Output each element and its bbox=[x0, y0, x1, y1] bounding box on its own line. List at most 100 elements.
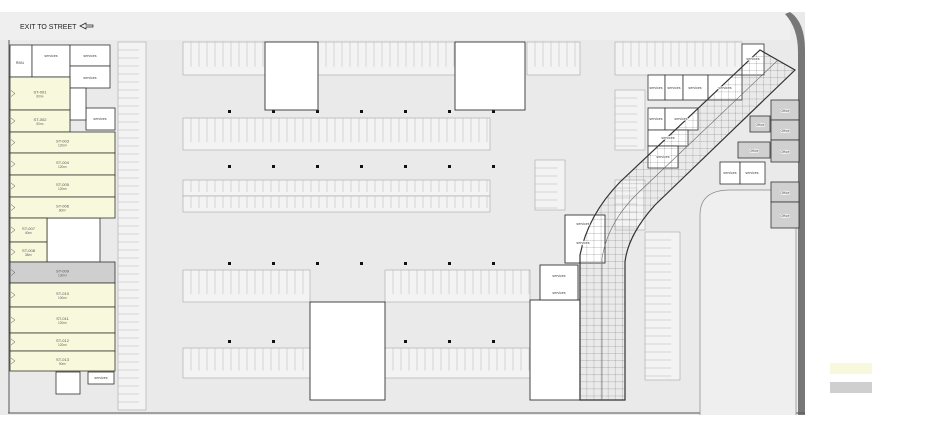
services-label: services bbox=[83, 54, 96, 58]
parking-block bbox=[182, 269, 311, 303]
parking-block bbox=[644, 231, 681, 381]
left-services bbox=[9, 44, 116, 395]
services-label: services bbox=[746, 57, 759, 61]
services-label: services bbox=[552, 274, 565, 278]
structural-column bbox=[360, 165, 363, 168]
parking-block bbox=[182, 347, 311, 379]
door-icon bbox=[10, 90, 16, 97]
unit-area: 38m² bbox=[25, 253, 32, 257]
outer-wall-curve bbox=[785, 12, 805, 415]
ramp-centerline bbox=[601, 59, 779, 400]
door-icon bbox=[10, 182, 16, 190]
structural-column bbox=[492, 165, 495, 168]
parking-block bbox=[384, 347, 531, 379]
legend-swatch-occupied bbox=[830, 382, 872, 393]
office-label: Office bbox=[780, 150, 789, 154]
parking-block bbox=[182, 117, 491, 151]
structural-column bbox=[448, 262, 451, 265]
structural-column bbox=[272, 262, 275, 265]
services-label: services bbox=[656, 155, 669, 159]
office-label: Office bbox=[780, 214, 789, 218]
door-icon bbox=[10, 226, 16, 234]
core-bottom-right bbox=[529, 299, 581, 401]
door-icon bbox=[10, 291, 16, 299]
office-label: Office bbox=[749, 149, 758, 153]
unit-id: ST-001 bbox=[34, 90, 48, 95]
structural-column bbox=[272, 110, 275, 113]
parking-block bbox=[117, 41, 147, 411]
street-strip bbox=[0, 12, 790, 40]
unit-area: 50m² bbox=[36, 122, 43, 126]
legend-swatch-available bbox=[830, 363, 872, 374]
structural-column bbox=[228, 165, 231, 168]
structural-column bbox=[492, 262, 495, 265]
parking-block bbox=[534, 159, 566, 211]
unit-area: 60m² bbox=[36, 95, 43, 99]
structural-column bbox=[228, 110, 231, 113]
label-layer: EXIT TO STREET RMU services services ser… bbox=[15, 24, 790, 381]
services-label: services bbox=[661, 136, 674, 140]
structural-column bbox=[404, 165, 407, 168]
door-icon bbox=[10, 269, 16, 276]
unit-id: ST-009 bbox=[56, 269, 70, 274]
door-icon bbox=[10, 248, 16, 256]
unit-id: ST-007 bbox=[22, 226, 36, 231]
office-units bbox=[737, 99, 800, 229]
unit-area: 120m² bbox=[58, 144, 67, 148]
structural-column bbox=[448, 340, 451, 343]
structural-column bbox=[404, 340, 407, 343]
structural-column bbox=[404, 110, 407, 113]
structural-column bbox=[448, 110, 451, 113]
services-label: services bbox=[718, 86, 731, 90]
unit-id: ST-010 bbox=[56, 291, 70, 296]
services-label: services bbox=[745, 171, 758, 175]
unit-area: 120m² bbox=[58, 187, 67, 191]
door-icon bbox=[10, 316, 16, 324]
services-label: services bbox=[576, 241, 589, 245]
parking-block bbox=[182, 179, 491, 197]
structural-column bbox=[316, 165, 319, 168]
door-icon bbox=[10, 139, 16, 146]
parking-block bbox=[614, 41, 743, 76]
parking-block bbox=[317, 41, 456, 76]
unit-area: 130m² bbox=[58, 274, 67, 278]
unit-id: ST-013 bbox=[56, 357, 70, 362]
door-icon bbox=[10, 338, 16, 346]
core-top-left bbox=[264, 41, 319, 111]
unit-area: 120m² bbox=[58, 165, 67, 169]
structural-column bbox=[316, 262, 319, 265]
structural-column bbox=[228, 340, 231, 343]
structural-column bbox=[492, 340, 495, 343]
services-label: services bbox=[723, 171, 736, 175]
parking-block bbox=[614, 89, 646, 151]
unit-id: ST-004 bbox=[56, 160, 70, 165]
unit-id: ST-008 bbox=[22, 248, 36, 253]
structural-column bbox=[272, 165, 275, 168]
services-label: services bbox=[674, 117, 687, 121]
services-label: services bbox=[93, 117, 106, 121]
unit-area: 120m² bbox=[58, 343, 67, 347]
office-label: Office bbox=[780, 129, 789, 133]
unit-id: ST-006 bbox=[56, 204, 70, 209]
parking-block bbox=[182, 41, 266, 76]
structural-column bbox=[492, 110, 495, 113]
door-icon bbox=[10, 357, 16, 365]
structural-column bbox=[404, 262, 407, 265]
parking-bays bbox=[117, 41, 796, 413]
services-label: services bbox=[94, 376, 107, 380]
unit-area: 90m² bbox=[59, 362, 66, 366]
